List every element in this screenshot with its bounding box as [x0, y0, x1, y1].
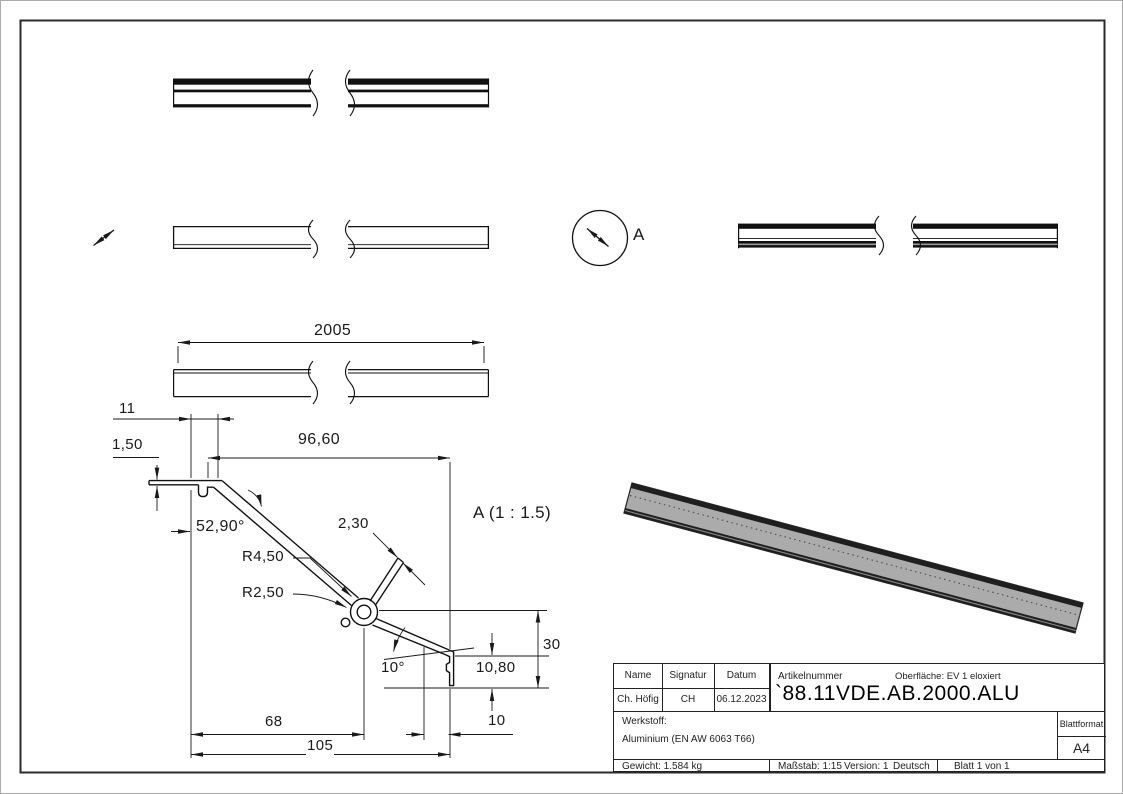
- stub-arm: [369, 557, 405, 606]
- detail-circle-a: [571, 209, 629, 267]
- dim-top-width: 96,60: [297, 431, 342, 449]
- sheet-format-label: Blattformat: [1059, 719, 1104, 729]
- weight: Gewicht: 1.584 kg: [622, 761, 703, 772]
- value-signature: CH: [680, 694, 696, 705]
- dim-end-width: 10: [487, 712, 507, 730]
- header-name: Name: [624, 670, 652, 681]
- dim-notch-width: 11: [118, 400, 137, 418]
- header-date: Datum: [726, 670, 757, 681]
- title-block: Name Signatur Datum Ch. Höfig CH 06.12.2…: [613, 663, 1106, 773]
- sheet-format-value: A4: [1072, 740, 1091, 756]
- article-number-label: Artikelnummer: [778, 671, 843, 682]
- material-label: Werkstoff:: [622, 716, 667, 727]
- ring-outer: [349, 597, 379, 627]
- article-number: `88.11VDE.AB.2000.ALU: [775, 682, 1020, 705]
- tail-plate: [372, 617, 449, 656]
- isometric-view: [623, 482, 1084, 634]
- material-value: Aluminium (EN AW 6063 T66): [622, 734, 755, 745]
- header-signature: Signatur: [669, 670, 707, 681]
- sloped-plate: [213, 480, 359, 607]
- dim-radius-outer: R4,50: [241, 548, 286, 566]
- ring-inner: [356, 604, 372, 620]
- dim-end-height: 30: [542, 636, 562, 654]
- view-direction-arrow: [93, 229, 115, 247]
- dim-plate-thickness: 1,50: [111, 436, 144, 454]
- view-side-3: [738, 215, 1058, 256]
- top-notch: [197, 484, 214, 498]
- detail-profile: [148, 479, 455, 687]
- value-date: 06.12.2023: [716, 694, 767, 705]
- tail-end: [444, 648, 455, 687]
- dim-base-width-inner: 68: [264, 713, 284, 731]
- view-top-1: [173, 69, 490, 117]
- surface-finish: Oberfläche: EV 1 eloxiert: [895, 671, 1001, 682]
- break-lines: [307, 69, 356, 117]
- dim-tail-height: 10,80: [475, 659, 517, 677]
- dim-base-width-total: 105: [306, 737, 335, 755]
- dim-radius-inner: R2,50: [241, 584, 286, 602]
- scale: Maßstab: 1:15: [778, 761, 842, 772]
- extension-lines: [177, 346, 485, 363]
- sheet-frame: [19, 19, 1106, 774]
- value-name: Ch. Höfig: [617, 694, 659, 705]
- view-side-2: [172, 219, 490, 259]
- detail-view-title: A (1 : 1.5): [472, 503, 553, 523]
- sheet-count: Blatt 1 von 1: [954, 761, 1010, 772]
- view-length-4: [173, 340, 489, 405]
- hook-circle: [340, 617, 351, 628]
- dim-length: 2005: [313, 322, 353, 340]
- language: Deutsch: [893, 761, 930, 772]
- dim-tail-angle: 10°: [380, 659, 406, 677]
- dim-stub-thickness: 2,30: [337, 515, 370, 533]
- extension-lines: [190, 414, 549, 758]
- version: Version: 1: [844, 761, 889, 772]
- detail-marker-label: A: [632, 225, 646, 245]
- detail-dimensions: [113, 414, 549, 758]
- dim-slope-angle: 52,90°: [195, 518, 246, 536]
